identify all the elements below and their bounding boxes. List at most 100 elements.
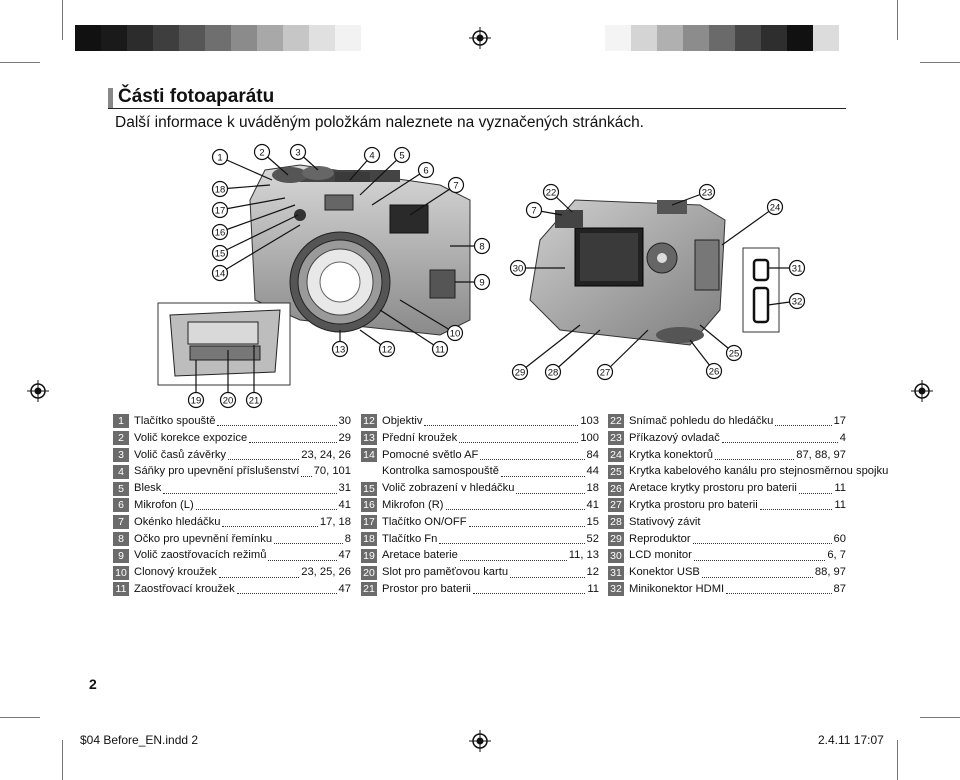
part-label: Volič korekce expozice bbox=[134, 431, 248, 444]
part-number-badge: 29 bbox=[608, 531, 624, 546]
svg-text:16: 16 bbox=[215, 228, 226, 239]
back-callout-32: 32 bbox=[788, 292, 806, 310]
page-reference: 41 bbox=[586, 498, 599, 511]
part-number-badge: 13 bbox=[361, 431, 377, 446]
leader-line bbox=[359, 154, 403, 196]
part-number-badge: 22 bbox=[608, 414, 624, 429]
color-swatch bbox=[787, 25, 813, 51]
part-label: Příkazový ovladač bbox=[629, 431, 720, 444]
leader-line bbox=[604, 329, 649, 373]
leader-dots bbox=[459, 433, 579, 444]
leader-dots bbox=[222, 517, 318, 528]
back-callout-7: 7 bbox=[525, 201, 543, 219]
page-reference: 31 bbox=[338, 482, 351, 495]
page-reference: 47 bbox=[338, 549, 351, 562]
svg-text:10: 10 bbox=[450, 329, 461, 340]
page-reference: 17, 18 bbox=[319, 515, 351, 528]
part-label: Prostor pro baterii bbox=[382, 582, 471, 595]
leader-dots bbox=[759, 500, 833, 511]
part-number-badge: 18 bbox=[361, 531, 377, 546]
back-callout-31: 31 bbox=[788, 259, 806, 277]
leader-dots bbox=[218, 568, 300, 578]
part-number-badge: 20 bbox=[361, 565, 377, 580]
part-number-badge: 14 bbox=[361, 447, 377, 462]
front-callout-11: 11 bbox=[431, 340, 449, 358]
leader-dots bbox=[510, 568, 585, 578]
part-number-badge: 3 bbox=[113, 447, 129, 462]
part-number-badge: 1 bbox=[113, 414, 129, 429]
color-swatch bbox=[709, 25, 735, 51]
front-callout-16: 16 bbox=[211, 223, 229, 241]
part-label: Sáňky pro upevnění příslušenství bbox=[134, 465, 300, 478]
part-number-badge: 4 bbox=[113, 464, 129, 479]
svg-text:9: 9 bbox=[479, 278, 484, 289]
page-reference: 29 bbox=[338, 431, 351, 444]
leader-dots bbox=[163, 484, 337, 494]
crop-mark bbox=[0, 717, 40, 718]
leader-line bbox=[399, 299, 456, 334]
front-callout-12: 12 bbox=[378, 340, 396, 358]
leader-dots bbox=[775, 416, 832, 427]
front-callout-15: 15 bbox=[211, 244, 229, 262]
svg-text:3: 3 bbox=[295, 148, 300, 159]
front-callout-18: 18 bbox=[211, 180, 229, 198]
connector-inset bbox=[742, 247, 780, 333]
leader-dots bbox=[701, 568, 813, 578]
svg-text:22: 22 bbox=[546, 188, 557, 199]
heading-accent bbox=[108, 88, 113, 108]
part-number-badge: 30 bbox=[608, 548, 624, 563]
color-swatch bbox=[657, 25, 683, 51]
color-swatch bbox=[631, 25, 657, 51]
leader-line bbox=[219, 224, 301, 274]
page-reference: 100 bbox=[580, 431, 599, 444]
front-callout-10: 10 bbox=[446, 324, 464, 342]
page-reference: 23, 25, 26 bbox=[301, 566, 351, 579]
page-reference: 88, 97 bbox=[814, 566, 846, 579]
battery-compartment-inset bbox=[157, 302, 291, 386]
svg-text:7: 7 bbox=[453, 181, 458, 192]
color-swatch bbox=[179, 25, 205, 51]
part-label: Očko pro upevnění řemínku bbox=[134, 532, 273, 545]
leader-dots bbox=[228, 450, 300, 460]
part-label: Kontrolka samospouště bbox=[382, 465, 499, 478]
leader-dots bbox=[693, 551, 826, 561]
leader-line bbox=[219, 214, 299, 254]
color-swatch bbox=[153, 25, 179, 51]
part-label: Tlačítko Fn bbox=[382, 532, 438, 545]
leader-dots bbox=[217, 416, 337, 427]
crop-mark bbox=[920, 717, 960, 718]
svg-text:2: 2 bbox=[259, 148, 264, 159]
crop-mark bbox=[897, 740, 898, 780]
back-callout-30: 30 bbox=[509, 259, 527, 277]
part-number-badge: 28 bbox=[608, 515, 624, 530]
page-reference: 4 bbox=[839, 431, 846, 444]
part-number-badge: 31 bbox=[608, 565, 624, 580]
leader-dots bbox=[798, 484, 833, 494]
front-callout-3: 3 bbox=[289, 143, 307, 161]
svg-text:27: 27 bbox=[600, 368, 611, 379]
svg-text:23: 23 bbox=[702, 188, 713, 199]
back-callout-27: 27 bbox=[596, 363, 614, 381]
part-number-badge: 19 bbox=[361, 548, 377, 563]
part-number-badge: 6 bbox=[113, 498, 129, 513]
color-swatch bbox=[683, 25, 709, 51]
page-reference: 11 bbox=[834, 498, 846, 511]
part-number-badge: 23 bbox=[608, 431, 624, 446]
back-callout-25: 25 bbox=[725, 344, 743, 362]
part-label: Okénko hledáčku bbox=[134, 515, 221, 528]
leader-dots bbox=[692, 534, 832, 544]
page-reference: 44 bbox=[586, 465, 599, 478]
part-number-badge: 11 bbox=[113, 582, 129, 597]
leader-dots bbox=[268, 551, 337, 561]
part-label: Přední kroužek bbox=[382, 431, 458, 444]
